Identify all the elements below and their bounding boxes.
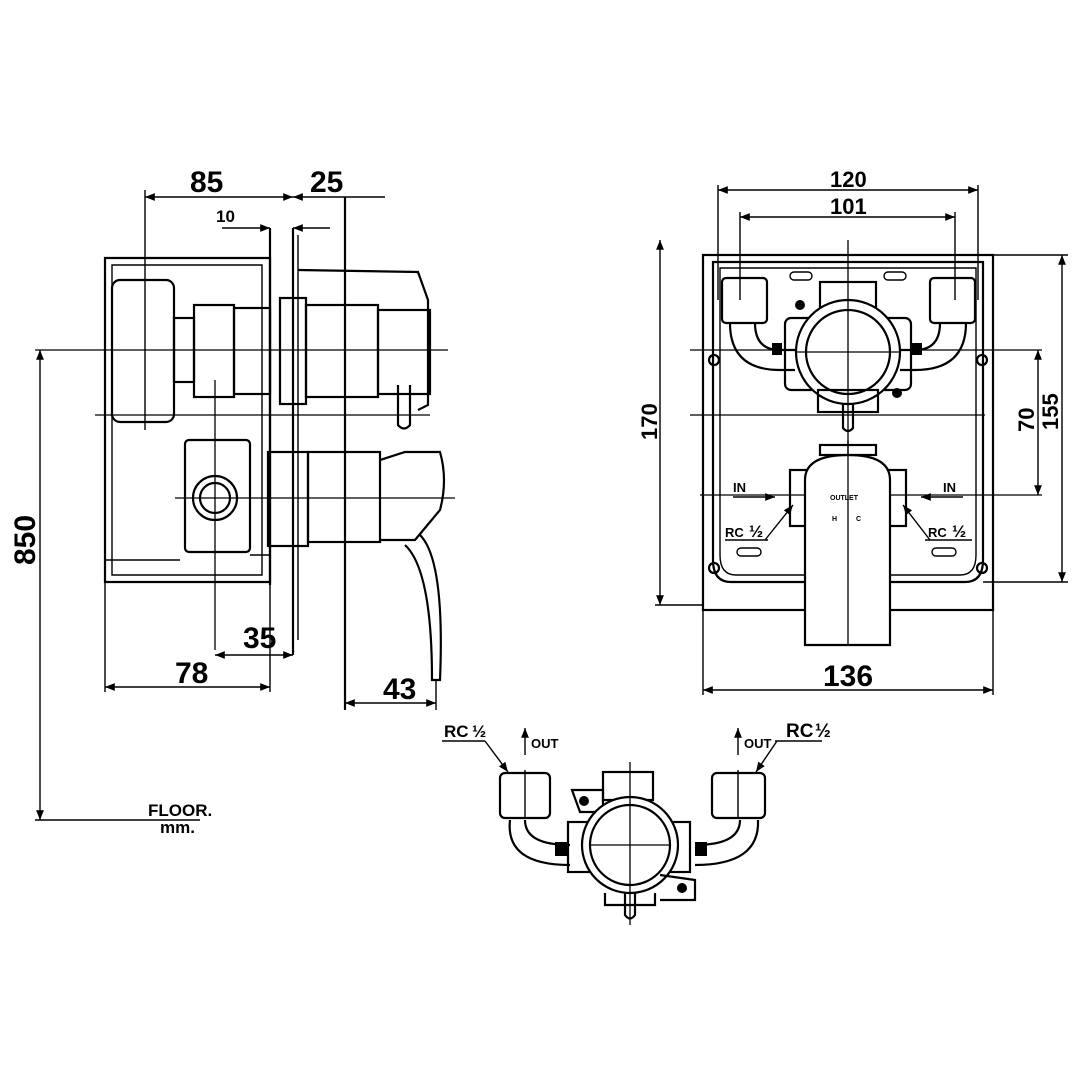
in-right-label: IN [943,480,956,495]
lower-port-block [183,438,252,554]
valve-bottom-block [816,388,880,414]
front-inner-box-2 [719,267,977,576]
housing-cap [297,268,430,411]
lever-handle [404,534,442,682]
mount-hole [975,353,989,367]
rc-br-size: ½ [815,721,831,742]
mount-hole [707,561,721,575]
port-right [928,276,977,325]
front-inner-box [711,260,985,584]
hot-label: H [832,516,837,523]
dim-136-label: 136 [823,660,873,693]
dim-85-label: 85 [190,166,223,199]
rc-bl-size: ½ [472,722,486,741]
out-right-label: OUT [744,736,772,751]
slot [931,547,957,557]
nut-left [772,343,782,355]
screw-icon [795,300,805,310]
screw-icon [579,796,589,806]
nut-right [912,343,922,355]
lower-cartridge [306,450,382,544]
upper-cartridge [304,303,380,399]
rc-leader-right [902,504,931,541]
dim-35-label: 35 [243,622,276,655]
front-view: OUTLET H C IN IN RC ½ RC ½ 120 10 [637,167,1068,695]
floor-unit: mm. [160,818,195,837]
upper-cap [376,308,432,396]
slot [789,271,813,281]
dim-101-label: 101 [830,194,867,219]
mount-hole [707,353,721,367]
bottom-pin [623,893,637,920]
bottom-top-block [601,770,655,802]
outlet-label: OUTLET [830,495,859,502]
side-view: 85 25 10 35 78 43 850 FLOOR. mm. [9,166,455,837]
dim-120-label: 120 [830,167,867,192]
housing-inner [111,264,263,576]
valve-pin [841,404,855,433]
dim-155-label: 155 [1038,393,1063,430]
rc-right-label: RC [928,525,947,540]
rc-left-size: ½ [749,522,763,541]
lower-nut [266,450,310,548]
dim-43-label: 43 [383,673,416,706]
out-left-label: OUT [531,736,559,751]
dim-78-label: 78 [175,657,208,690]
rc-leader-bl [484,740,509,773]
housing-detail [105,554,270,561]
dim-170-label: 170 [637,403,662,440]
lever-hub [379,450,446,542]
mount-hole [975,561,989,575]
dim-850-label: 850 [9,515,42,565]
port-left [720,276,769,325]
dim-25-label: 25 [310,166,343,199]
floor-label: FLOOR. [148,801,212,820]
lower-port-inner [198,481,232,515]
nut-right [695,842,707,856]
housing-outline [103,256,272,584]
upper-body-2 [232,306,272,396]
upper-knob [110,278,176,424]
rc-bl-label: RC [444,722,469,741]
cold-label: C [856,516,861,523]
slot [736,547,762,557]
rc-right-size: ½ [952,522,966,541]
rc-leader-br [755,740,778,773]
screw-icon [892,388,902,398]
lower-port-outer [191,474,239,522]
rc-leader-left [764,504,794,541]
rc-br-label: RC [786,721,814,742]
upper-body [192,303,236,399]
nut-left [555,842,567,856]
bottom-lower-bracket [603,873,697,907]
dim-70-label: 70 [1014,408,1039,432]
upper-pin [396,385,412,430]
slot [883,271,907,281]
bottom-view: OUT OUT RC ½ RC ½ [442,721,831,925]
rc-left-label: RC [725,525,744,540]
screw-icon [677,883,687,893]
in-left-label: IN [733,480,746,495]
dim-10-label: 10 [216,207,235,226]
